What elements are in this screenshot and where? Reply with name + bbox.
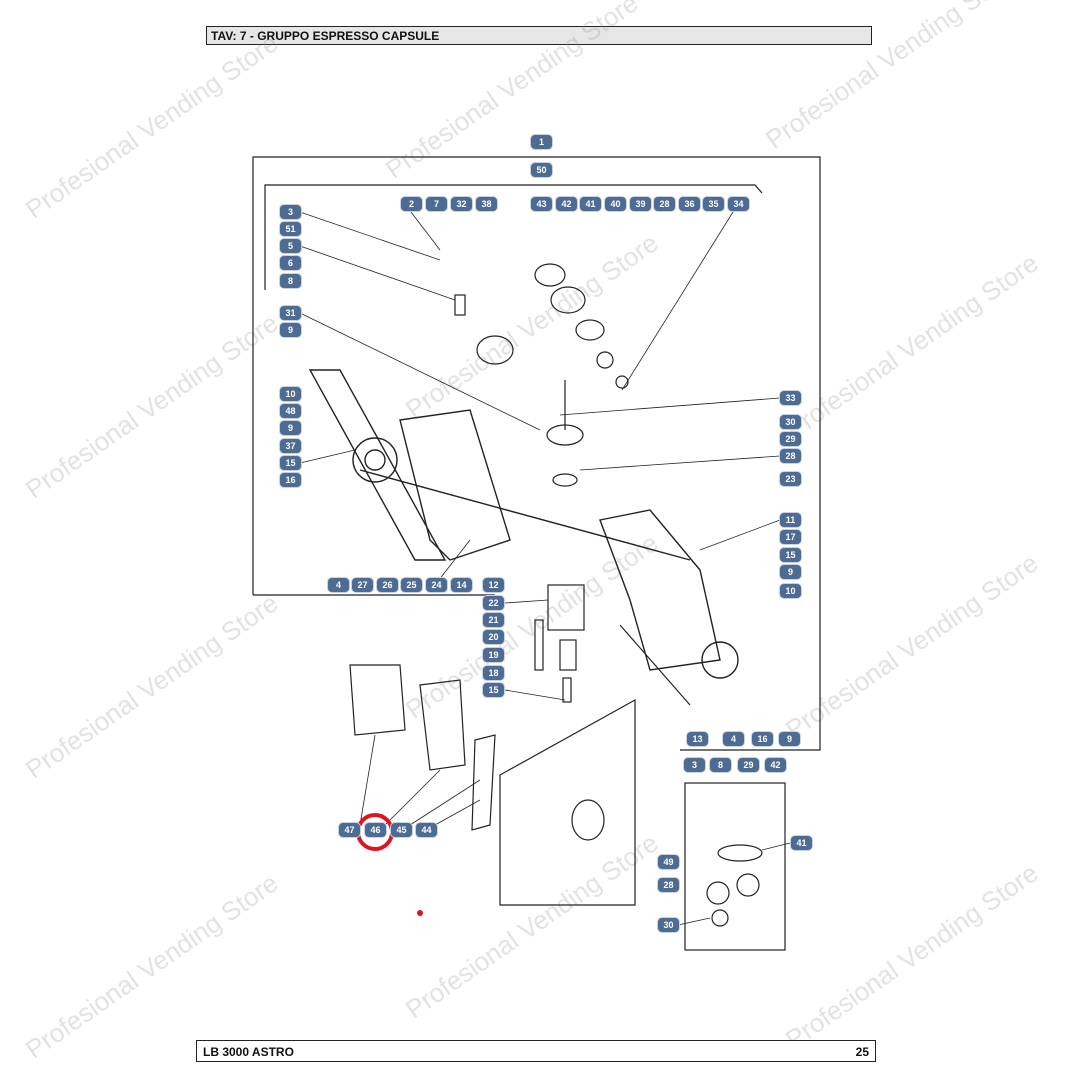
page-number: 25 (855, 1045, 869, 1059)
part-callout-13: 13 (687, 732, 708, 746)
model-name: LB 3000 ASTRO (203, 1045, 294, 1059)
part-callout-29: 29 (738, 758, 759, 772)
part-callout-24: 24 (426, 578, 447, 592)
part-callout-27: 27 (352, 578, 373, 592)
part-callout-23: 23 (780, 472, 801, 486)
part-callout-38: 38 (476, 197, 497, 211)
part-callout-44: 44 (416, 823, 437, 837)
part-callout-29: 29 (780, 432, 801, 446)
part-callout-17: 17 (780, 530, 801, 544)
subassembly-bracket (264, 184, 763, 290)
part-callout-46: 46 (365, 823, 386, 837)
part-callout-37: 37 (280, 439, 301, 453)
part-callout-30: 30 (780, 415, 801, 429)
part-callout-28: 28 (658, 878, 679, 892)
part-callout-15: 15 (483, 683, 504, 697)
part-callout-16: 16 (280, 473, 301, 487)
part-callout-28: 28 (654, 197, 675, 211)
part-callout-10: 10 (280, 387, 301, 401)
part-callout-41: 41 (791, 836, 812, 850)
page-footer: LB 3000 ASTRO 25 (196, 1040, 876, 1062)
lower-parts (349, 584, 763, 927)
part-callout-12: 12 (483, 578, 504, 592)
part-callout-50: 50 (531, 163, 552, 177)
part-callout-3: 3 (280, 205, 301, 219)
part-callout-42: 42 (556, 197, 577, 211)
part-callout-34: 34 (728, 197, 749, 211)
part-callout-33: 33 (780, 391, 801, 405)
part-callout-10: 10 (780, 584, 801, 598)
red-dot (417, 910, 423, 916)
part-callout-3: 3 (684, 758, 705, 772)
part-callout-19: 19 (483, 648, 504, 662)
part-callout-20: 20 (483, 630, 504, 644)
part-callout-47: 47 (339, 823, 360, 837)
spare-kit-box (684, 782, 786, 951)
part-callout-49: 49 (658, 855, 679, 869)
part-callout-9: 9 (780, 565, 801, 579)
part-callout-15: 15 (780, 548, 801, 562)
part-callout-43: 43 (531, 197, 552, 211)
assembly-frame (252, 156, 821, 751)
part-callout-41: 41 (580, 197, 601, 211)
part-callout-31: 31 (280, 306, 301, 320)
part-callout-48: 48 (280, 404, 301, 418)
part-callout-40: 40 (605, 197, 626, 211)
part-callout-1: 1 (531, 135, 552, 149)
part-callout-11: 11 (780, 513, 801, 527)
part-callout-8: 8 (280, 274, 301, 288)
part-callout-39: 39 (630, 197, 651, 211)
part-callout-26: 26 (377, 578, 398, 592)
part-callout-8: 8 (710, 758, 731, 772)
part-callout-2: 2 (401, 197, 422, 211)
part-callout-21: 21 (483, 613, 504, 627)
part-callout-25: 25 (401, 578, 422, 592)
leader-lines (299, 203, 791, 926)
part-callout-30: 30 (658, 918, 679, 932)
part-callout-15: 15 (280, 456, 301, 470)
part-callout-9: 9 (779, 732, 800, 746)
part-callout-16: 16 (752, 732, 773, 746)
part-callout-28: 28 (780, 449, 801, 463)
part-callout-6: 6 (280, 256, 301, 270)
part-callout-4: 4 (723, 732, 744, 746)
part-callout-7: 7 (426, 197, 447, 211)
part-callout-4: 4 (328, 578, 349, 592)
brewing-unit-frame (308, 369, 739, 679)
top-parts (454, 263, 629, 487)
part-callout-35: 35 (703, 197, 724, 211)
part-callout-32: 32 (451, 197, 472, 211)
part-callout-14: 14 (451, 578, 472, 592)
page-title: TAV: 7 - GRUPPO ESPRESSO CAPSULE (206, 26, 872, 45)
part-callout-5: 5 (280, 239, 301, 253)
part-callout-22: 22 (483, 596, 504, 610)
part-callout-18: 18 (483, 666, 504, 680)
part-callout-45: 45 (391, 823, 412, 837)
part-callout-36: 36 (679, 197, 700, 211)
part-callout-9: 9 (280, 323, 301, 337)
part-callout-51: 51 (280, 222, 301, 236)
part-callout-9: 9 (280, 421, 301, 435)
part-callout-42: 42 (765, 758, 786, 772)
